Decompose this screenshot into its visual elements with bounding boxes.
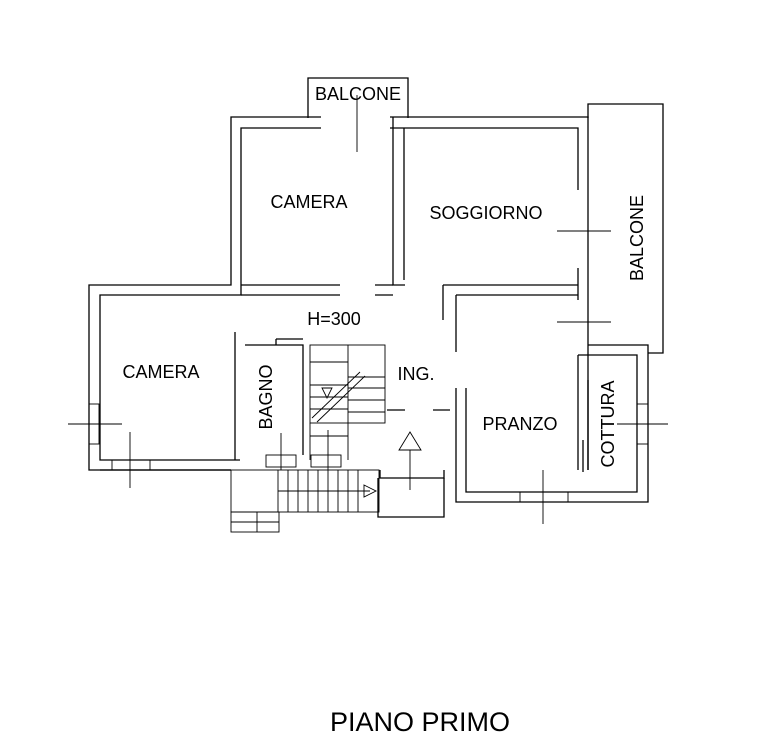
ingresso-label: ING. [397, 364, 434, 384]
camera-top-label: CAMERA [270, 192, 347, 212]
balcone-top-label: BALCONE [315, 84, 401, 104]
bagno-label: BAGNO [256, 364, 276, 429]
outer-walls [88, 116, 649, 503]
window-marks [68, 423, 668, 524]
camera-left-label: CAMERA [122, 362, 199, 382]
interior-walls [234, 117, 589, 518]
balcone-right-label: BALCONE [627, 195, 647, 281]
soggiorno-label: SOGGIORNO [429, 203, 542, 223]
entrance-arrow [398, 431, 422, 490]
stair-interior [309, 344, 386, 460]
cottura-label: COTTURA [598, 381, 618, 468]
balcony-top [307, 77, 409, 152]
pranzo-label: PRANZO [482, 414, 557, 434]
stair-exterior [230, 469, 380, 533]
balcony-right [557, 103, 664, 354]
page-title: PIANO PRIMO [330, 707, 510, 737]
height-note-label: H=300 [307, 309, 361, 329]
